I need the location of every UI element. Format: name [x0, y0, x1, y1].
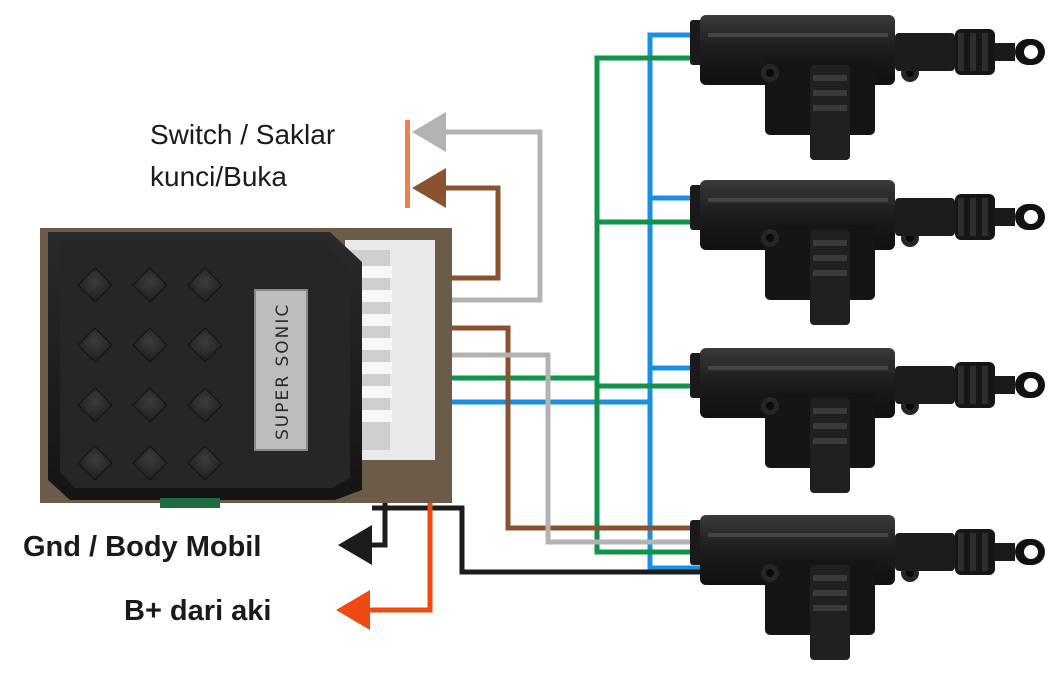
bplus-label: B+ dari aki	[124, 595, 272, 627]
wire-black-actuator	[372, 505, 700, 575]
arrow-gnd-icon	[338, 525, 372, 565]
arrow-gray-icon	[412, 112, 446, 152]
switch-label-line2: kunci/Buka	[150, 161, 287, 192]
central-lock-module: SUPER SONIC	[40, 228, 452, 508]
switch-bar	[405, 120, 410, 208]
switch-label-line1: Switch / Saklar	[150, 119, 335, 150]
wire-gray-switch	[370, 129, 543, 303]
actuator-1	[690, 15, 1045, 160]
actuator-4	[690, 515, 1045, 660]
arrow-bplus-icon	[336, 590, 370, 630]
actuator-2	[690, 180, 1045, 325]
wire-gray-actuator	[370, 352, 700, 545]
actuator-3	[690, 348, 1045, 493]
arrow-brown-icon	[412, 168, 446, 208]
module-brand: SUPER SONIC	[273, 303, 293, 440]
gnd-label: Gnd / Body Mobil	[23, 531, 261, 563]
